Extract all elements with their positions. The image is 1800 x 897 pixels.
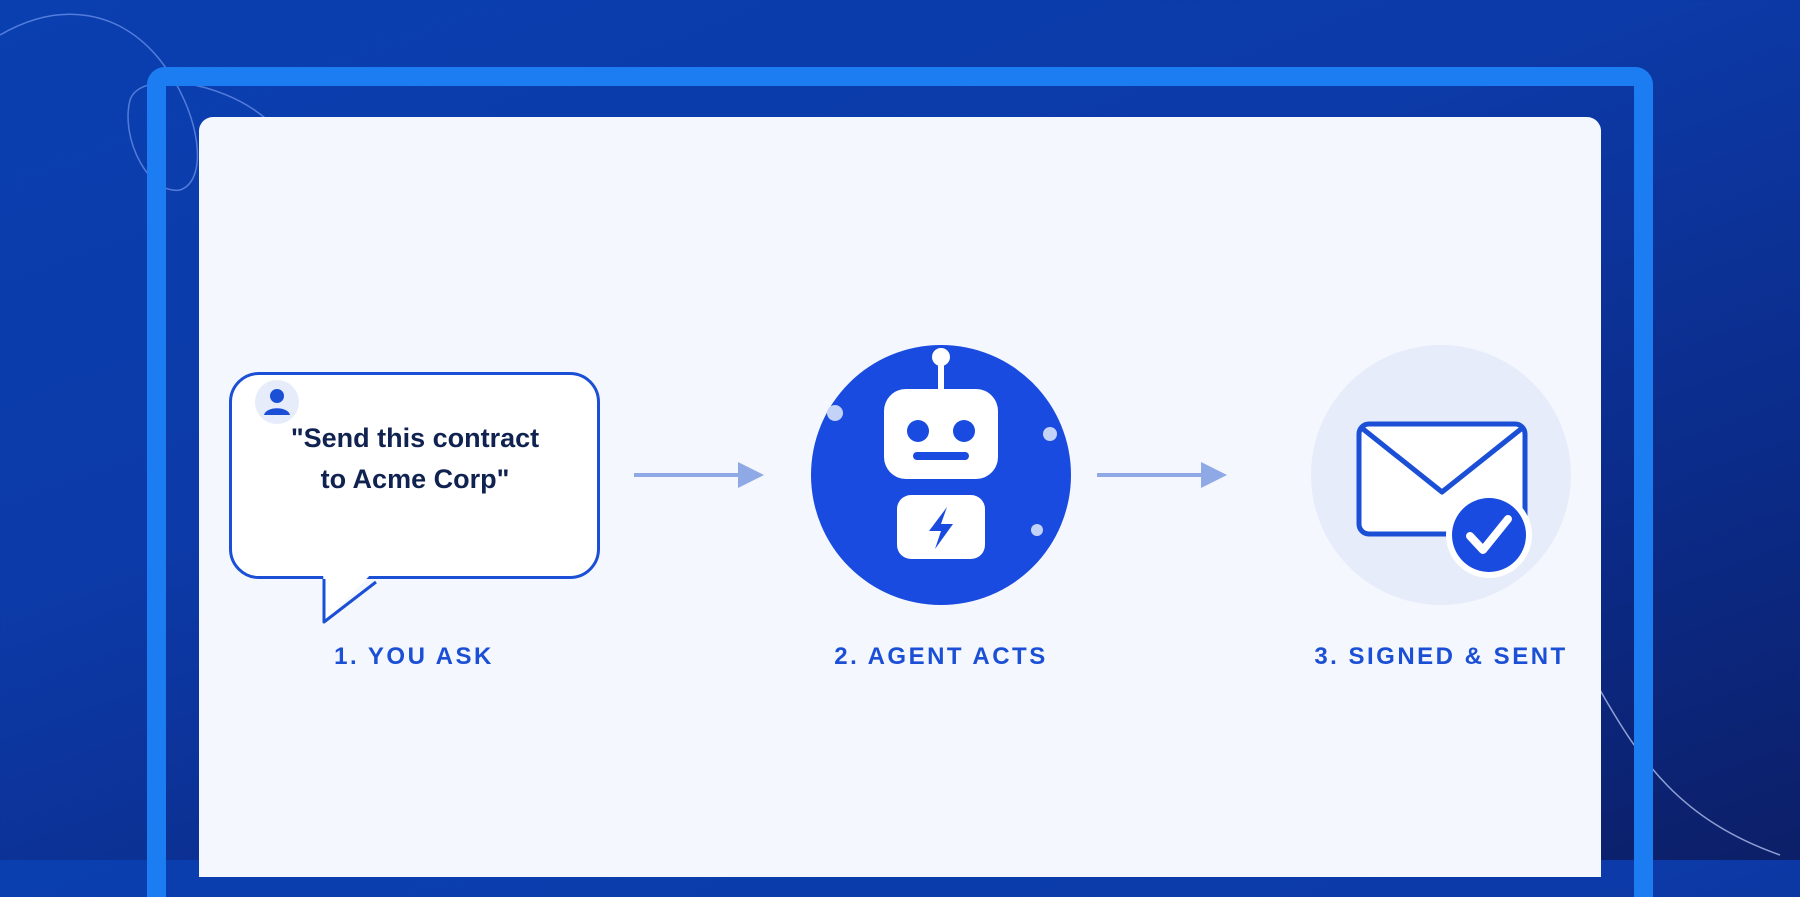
- robot-icon: [827, 348, 1057, 559]
- step-label-signed-sent: 3. SIGNED & SENT: [1314, 643, 1568, 670]
- checkmark-icon: [1446, 492, 1532, 578]
- quote-line-1: "Send this contract: [290, 423, 540, 453]
- lightning-icon: [929, 507, 953, 549]
- envelope-icon: [1356, 421, 1532, 578]
- request-quote: "Send this contract to Acme Corp": [240, 418, 590, 500]
- quote-line-2: to Acme Corp": [320, 464, 510, 494]
- step-label-you-ask: 1. YOU ASK: [334, 643, 494, 670]
- avatar: [255, 380, 299, 424]
- speech-bubble-tail: [322, 570, 377, 624]
- step-label-agent-acts: 2. AGENT ACTS: [834, 643, 1048, 670]
- device-frame: [147, 67, 1653, 897]
- arrow-right-icon: [634, 462, 764, 488]
- user-icon: [264, 389, 290, 415]
- arrow-right-icon: [1097, 462, 1227, 488]
